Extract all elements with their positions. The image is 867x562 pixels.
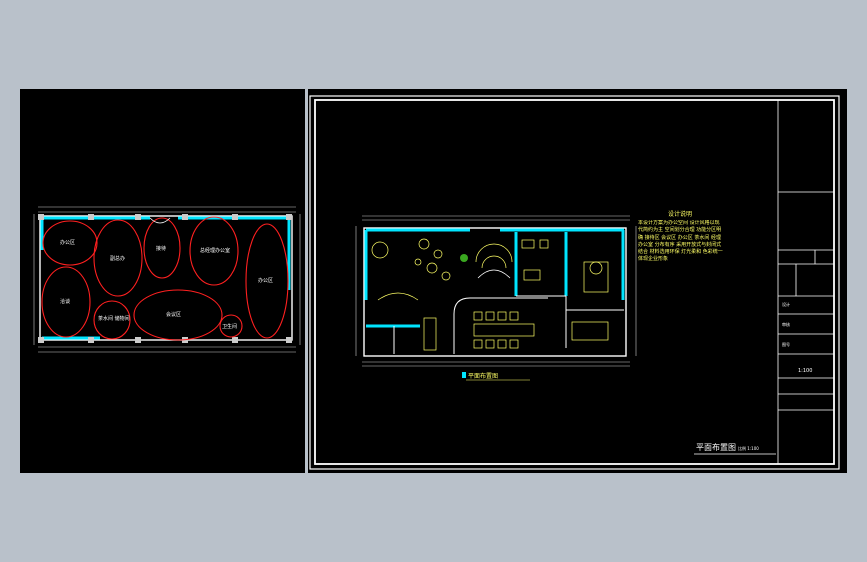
zone-label-z8: 办公区 xyxy=(258,277,273,284)
title-block-label-1: 设计 xyxy=(782,301,790,307)
plan-glass-walls xyxy=(364,228,625,328)
plan-interior-walls xyxy=(393,295,624,354)
sheet-title: 平面布置图 xyxy=(696,442,736,452)
plant-icon xyxy=(460,254,468,262)
title-block xyxy=(777,100,834,464)
zone-label-z6: 卫生间 xyxy=(222,323,237,330)
sheet-inner-frame xyxy=(314,99,835,465)
stair-icon xyxy=(477,269,511,279)
floor-plan: 平面布置图 xyxy=(355,215,637,381)
plan-outer-wall xyxy=(363,227,627,357)
zone-label-z1: 办公区 xyxy=(60,239,75,246)
zone-label-z2: 副总办 xyxy=(110,255,125,262)
plan-dimension-lines xyxy=(355,215,637,367)
zone-label-z9: 洽谈 xyxy=(60,298,70,305)
title-block-label-2: 审核 xyxy=(782,321,790,327)
plan-furniture xyxy=(371,238,609,351)
notes-title: 设计说明 xyxy=(668,210,692,218)
sheet-scale: 比例 1:100 xyxy=(738,445,759,451)
zone-label-z5: 会议区 xyxy=(166,311,181,318)
left-entrance-door xyxy=(149,217,171,224)
notes-body: 本设计方案为办公空间 设计风格以现代简约为主 空间划分合理 功能分区明确 接待区… xyxy=(638,220,723,263)
right-layout-sheet: 设计 审核 图号 1:100 xyxy=(309,95,840,470)
title-block-code: 1:100 xyxy=(798,368,812,374)
zone-ellipses xyxy=(41,216,289,341)
left-glass-walls xyxy=(40,216,291,340)
title-block-label-3: 图号 xyxy=(782,341,790,347)
sheet-outer-frame xyxy=(309,95,840,470)
zone-label-z7: 茶水间 储物间 xyxy=(98,315,130,322)
left-outer-wall xyxy=(39,215,293,341)
zone-label-z4: 总经理办公室 xyxy=(200,247,230,254)
design-notes: 设计说明 xyxy=(668,210,692,218)
plan-caption: 平面布置图 xyxy=(468,372,498,380)
zone-label-z3: 接待 xyxy=(156,245,166,252)
cad-model-space xyxy=(20,89,847,473)
notes-body-box: 本设计方案为办公空间 设计风格以现代简约为主 空间划分合理 功能分区明确 接待区… xyxy=(638,220,723,263)
top-dimension-lines xyxy=(33,206,301,353)
left-columns xyxy=(38,214,292,343)
viewport-divider xyxy=(305,89,308,473)
plan-caption-marker xyxy=(462,372,466,378)
left-zoning-plan: 办公区 副总办 接待 总经理办公室 会议区 卫生间 茶水间 储物间 办公区 洽谈 xyxy=(33,206,301,353)
